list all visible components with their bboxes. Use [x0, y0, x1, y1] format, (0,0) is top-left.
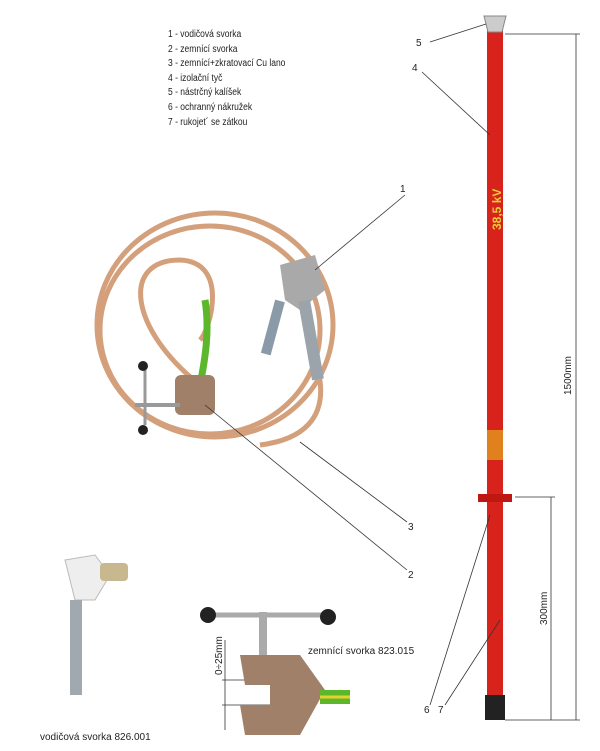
callout-3: 3	[408, 522, 414, 533]
caption-conductor-clamp: vodičová svorka 826.001	[40, 732, 151, 743]
caption-earth-clamp: zemnící svorka 823.015	[308, 646, 415, 657]
legend-item: 2 - zemnící svorka	[168, 43, 238, 55]
legend-item: 6 - ochranný nákružek	[168, 101, 253, 113]
earth-clamp-photo	[135, 361, 215, 435]
conductor-clamp-photo	[260, 255, 325, 381]
dimension-lines	[222, 33, 580, 730]
legend-item: 5 - nástrčný kalíšek	[168, 87, 242, 99]
legend-item: 1 - vodičová svorka	[168, 29, 242, 40]
callout-4: 4	[412, 63, 418, 74]
callout-2: 2	[408, 570, 414, 581]
callout-5: 5	[416, 38, 422, 49]
green-sleeve	[196, 299, 211, 386]
callout-lines	[204, 23, 501, 706]
copper-cable	[94, 210, 336, 448]
legend: 1 - vodičová svorka 2 - zemnící svorka 3…	[168, 28, 285, 130]
dimension-total: 1500mm	[563, 356, 574, 395]
legend-item: 3 - zemnící+zkratovací Cu lano	[168, 58, 286, 70]
callout-6: 6	[424, 705, 430, 716]
callout-1: 1	[400, 184, 406, 195]
earth-clamp-823-photo	[200, 607, 350, 735]
dimension-handle: 300mm	[539, 592, 550, 625]
callout-7: 7	[438, 705, 444, 716]
legend-item: 7 - rukojet´ se zátkou	[168, 116, 248, 128]
legend-item: 4 - izolační tyč	[168, 72, 223, 84]
conductor-clamp-826-photo	[64, 554, 128, 695]
dimension-clamp-range: 0÷25mm	[214, 636, 225, 675]
pole-voltage-label: 38,5 kV	[490, 189, 504, 230]
insulating-pole	[478, 15, 512, 720]
